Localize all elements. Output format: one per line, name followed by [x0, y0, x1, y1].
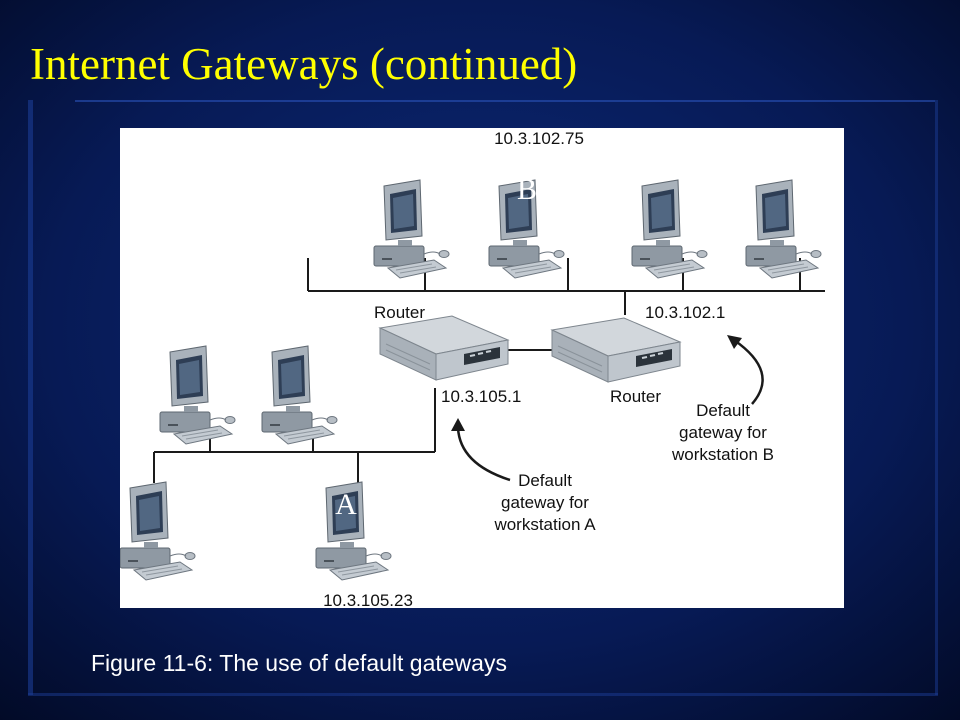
workstation-top-1 — [373, 179, 450, 279]
diagram-canvas: B A 10.3.102.75 10.3.105.23 Router 10.3.… — [119, 129, 825, 610]
workstation-bottom-2 — [261, 345, 338, 445]
gateway-a-line-3: workstation A — [493, 515, 596, 534]
gateway-a-line-1: Default — [518, 471, 572, 490]
gateway-b-line-1: Default — [696, 401, 750, 420]
figure-caption: Figure 11-6: The use of default gateways — [91, 650, 507, 676]
workstation-marker-b: B — [517, 173, 537, 206]
workstation-marker-a: A — [335, 488, 357, 521]
workstation-bottom-3 — [119, 481, 196, 581]
workstation-top-4 — [745, 179, 822, 279]
router-2-label: Router — [610, 387, 661, 406]
router-1-label: Router — [374, 303, 425, 322]
router-2-address: 10.3.102.1 — [645, 303, 725, 322]
slide-title: Internet Gateways (continued) — [30, 39, 578, 89]
gateway-a-arrow — [451, 418, 511, 482]
workstation-b-address: 10.3.102.75 — [494, 129, 584, 148]
router-2 — [551, 317, 681, 383]
network-diagram: B A 10.3.102.75 10.3.105.23 Router 10.3.… — [119, 128, 844, 610]
gateway-a-line-2: gateway for — [501, 493, 589, 512]
workstation-top-3 — [631, 179, 708, 279]
workstation-bottom-1 — [159, 345, 236, 445]
gateway-b-line-2: gateway for — [679, 423, 767, 442]
gateway-b-arrow — [727, 335, 764, 405]
workstation-a-address: 10.3.105.23 — [323, 591, 413, 608]
network-lines — [153, 258, 825, 483]
router-1 — [379, 315, 509, 381]
gateway-b-line-3: workstation B — [671, 445, 774, 464]
router-1-address: 10.3.105.1 — [441, 387, 521, 406]
